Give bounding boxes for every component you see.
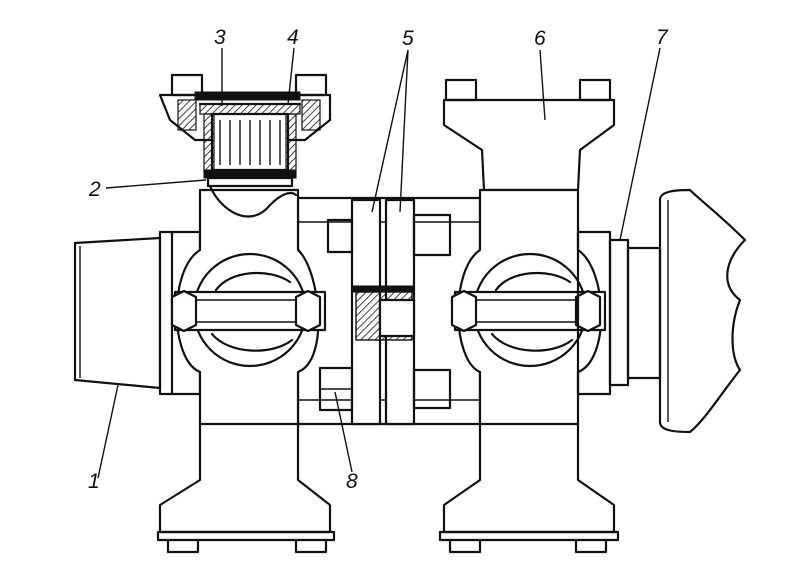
callout-8: 8: [346, 470, 358, 493]
callout-1: 1: [88, 470, 100, 493]
left-cross-yoke: [156, 188, 336, 554]
top-cap-assembly: [158, 73, 332, 218]
flanges-5: [326, 198, 452, 426]
leader-lines: [97, 47, 661, 479]
callout-7: 7: [656, 26, 669, 49]
right-cross-pin: [450, 289, 607, 333]
shaft-1: [73, 236, 162, 390]
bolt-8: [318, 366, 354, 412]
callout-2: 2: [88, 178, 101, 201]
callout-5: 5: [402, 27, 414, 50]
right-shaft-break: [658, 188, 747, 434]
callout-6: 6: [534, 27, 546, 50]
callout-3: 3: [214, 26, 226, 49]
left-cross-pin: [170, 289, 327, 333]
callout-4: 4: [287, 26, 299, 49]
